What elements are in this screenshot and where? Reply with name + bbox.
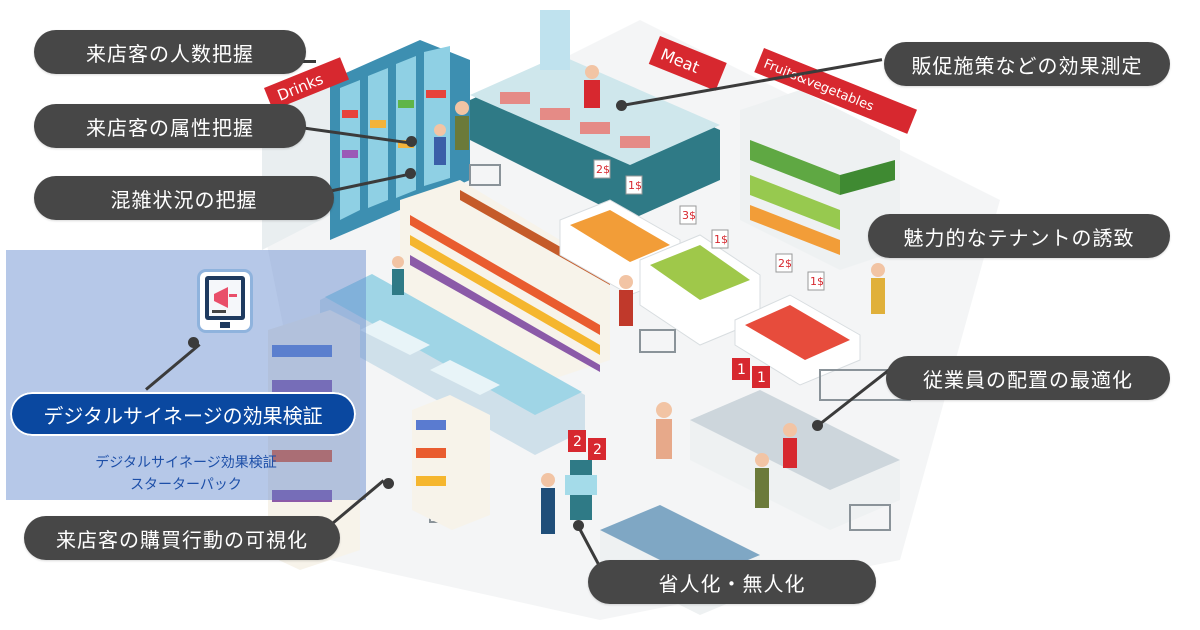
svg-text:1$: 1$: [810, 275, 824, 288]
label-congestion: 混雑状況の把握: [34, 176, 334, 220]
dot-purchase: [383, 478, 394, 489]
svg-text:1: 1: [757, 370, 766, 386]
label-labor-saving: 省人化・無人化: [588, 560, 876, 604]
svg-text:3$: 3$: [682, 209, 696, 222]
dot-congestion: [405, 168, 416, 179]
signage-highlight-panel: [6, 250, 366, 500]
dot-signage: [188, 337, 199, 348]
label-visitor-attributes: 来店客の属性把握: [34, 104, 306, 148]
freezer-aisle: [320, 274, 585, 455]
meat-counter: [470, 10, 720, 220]
price-tags: 2$ 1$ 3$ 1$ 2$ 1$: [593, 159, 825, 291]
endcap-shelf: [412, 395, 490, 530]
label-purchase-behavior: 来店客の購買行動の可視化: [24, 516, 340, 560]
svg-text:2: 2: [593, 442, 602, 458]
dot-staff: [812, 420, 823, 431]
svg-text:2: 2: [573, 434, 582, 450]
signage-monitor-icon: [200, 272, 250, 330]
dot-visitor-attributes: [406, 136, 417, 147]
svg-text:1$: 1$: [714, 233, 728, 246]
signage-shelf: [268, 310, 360, 570]
register-numbers: 1 1 2 2: [568, 358, 770, 460]
produce-shelf: [740, 90, 900, 270]
leader-line-visitor-count: [300, 60, 316, 63]
svg-text:1$: 1$: [628, 179, 642, 192]
label-visitor-count: 来店客の人数把握: [34, 30, 306, 74]
svg-text:1: 1: [737, 362, 746, 378]
label-signage-effect: デジタルサイネージの効果検証: [10, 392, 356, 436]
label-promotion-effect: 販促施策などの効果測定: [884, 42, 1170, 86]
svg-text:2$: 2$: [596, 163, 610, 176]
svg-text:2$: 2$: [778, 257, 792, 270]
dot-promotion: [616, 100, 627, 111]
label-tenant-attraction: 魅力的なテナントの誘致: [868, 214, 1170, 258]
dot-labor: [573, 520, 584, 531]
grocery-shelves: [400, 180, 610, 380]
starter-pack-subtitle: スターターパック: [130, 477, 242, 493]
produce-islands: [559, 199, 861, 386]
starter-pack-title: デジタルサイネージ効果検証: [95, 455, 277, 471]
label-staff-optimization: 従業員の配置の最適化: [886, 356, 1170, 400]
